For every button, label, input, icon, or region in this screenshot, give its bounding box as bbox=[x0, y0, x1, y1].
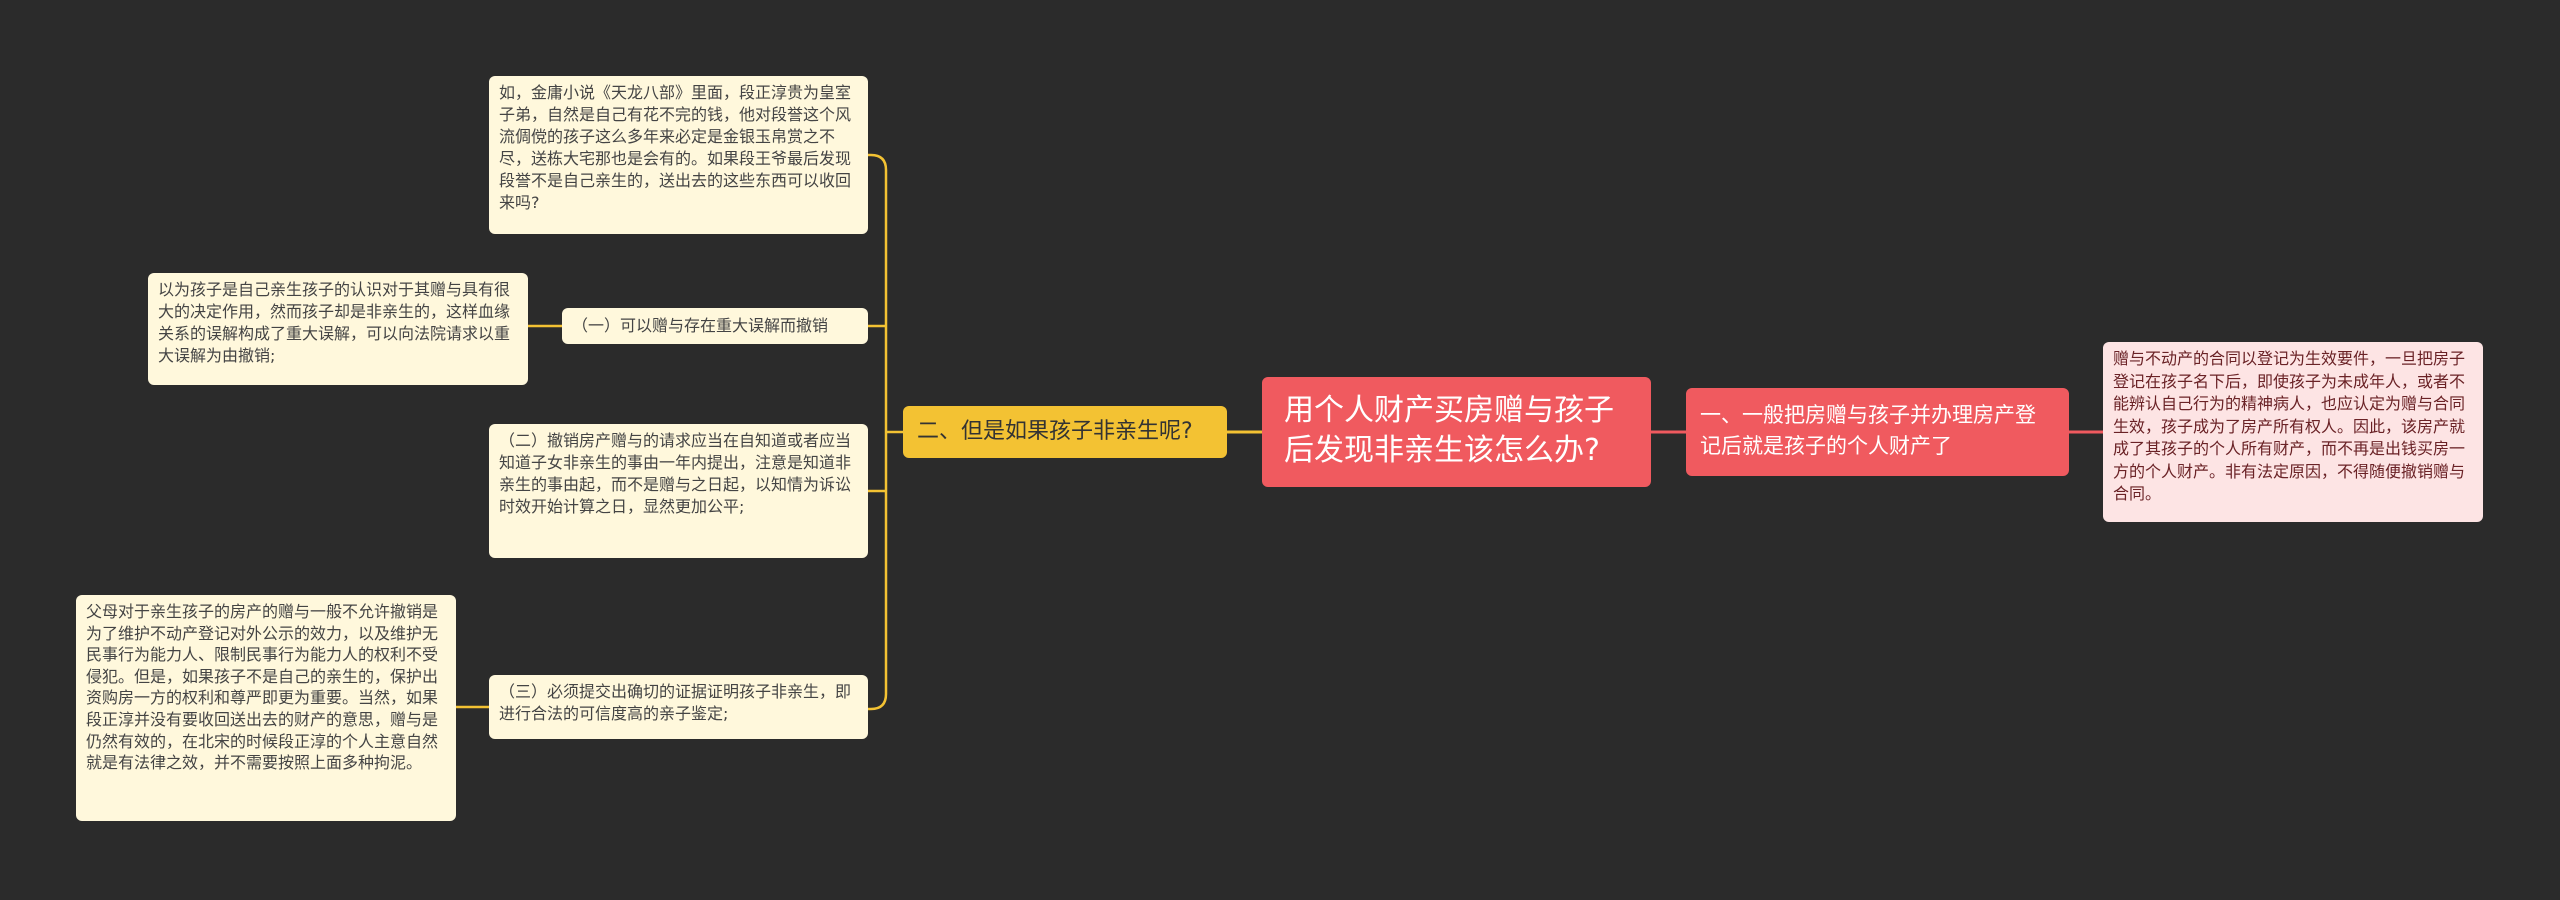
leaf-registration-effect-detail[interactable]: 赠与不动产的合同以登记为生效要件，一旦把房子登记在孩子名下后，即使孩子为未成年人… bbox=[2103, 342, 2483, 522]
leaf-point-paternity-test[interactable]: （三）必须提交出确切的证据证明孩子非亲生，即进行合法的可信度高的亲子鉴定; bbox=[489, 675, 868, 739]
branch-child-property[interactable]: 一、一般把房赠与孩子并办理房产登记后就是孩子的个人财产了 bbox=[1686, 388, 2069, 476]
leaf-point-major-misunderstanding[interactable]: （一）可以赠与存在重大误解而撤销 bbox=[562, 308, 868, 344]
leaf-point-one-year-limit[interactable]: （二）撤销房产赠与的请求应当在自知道或者应当知道子女非亲生的事由一年内提出，注意… bbox=[489, 424, 868, 558]
leaf-paternity-detail[interactable]: 父母对于亲生孩子的房产的赠与一般不允许撤销是为了维护不动产登记对外公示的效力，以… bbox=[76, 595, 456, 821]
root-topic[interactable]: 用个人财产买房赠与孩子后发现非亲生该怎么办? bbox=[1262, 377, 1651, 487]
connector-left-bracket bbox=[868, 153, 903, 711]
leaf-misunderstanding-detail[interactable]: 以为孩子是自己亲生孩子的认识对于其赠与具有很大的决定作用，然而孩子却是非亲生的，… bbox=[148, 273, 528, 385]
leaf-example-duan-zhengchun[interactable]: 如，金庸小说《天龙八部》里面，段正淳贵为皇室子弟，自然是自己有花不完的钱，他对段… bbox=[489, 76, 868, 234]
branch-non-biological-child[interactable]: 二、但是如果孩子非亲生呢? bbox=[903, 406, 1227, 458]
